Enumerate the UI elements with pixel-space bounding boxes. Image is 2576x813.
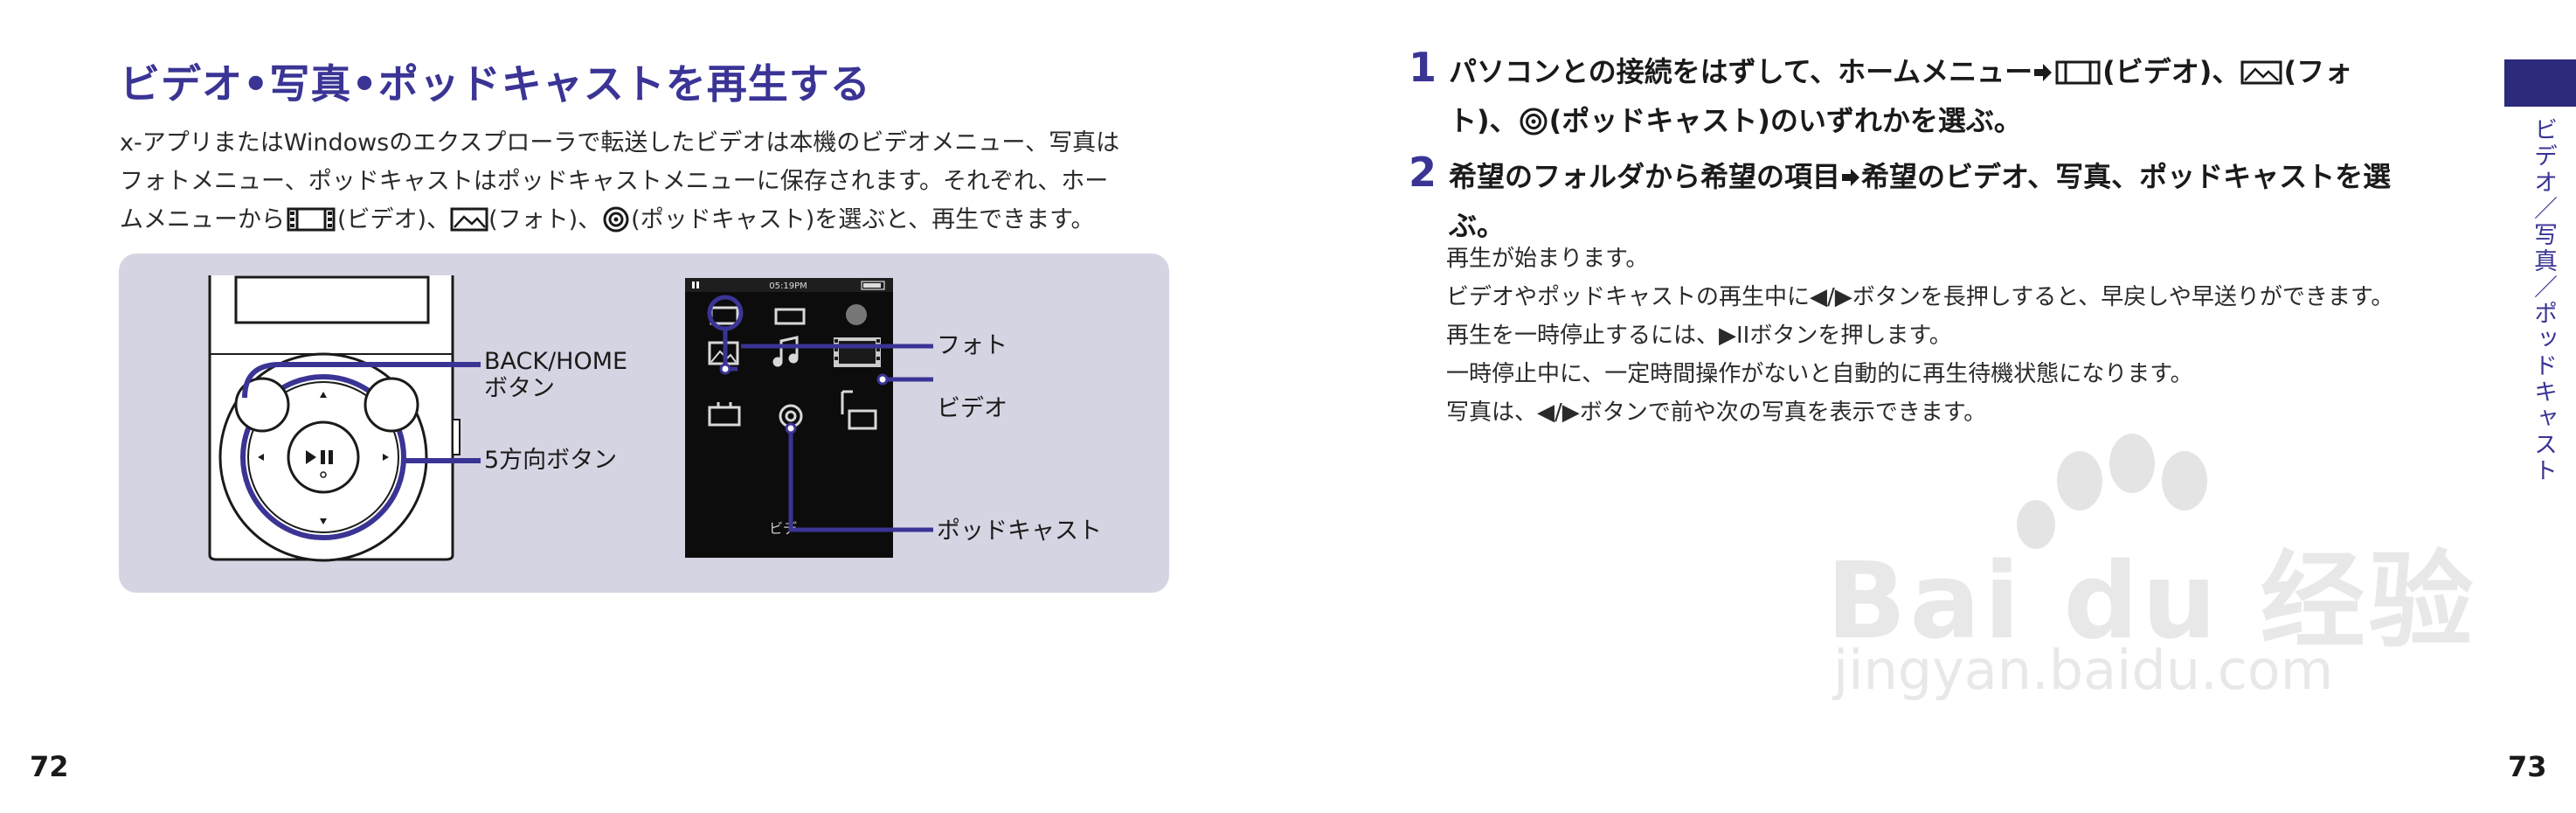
step-2-text: 希望のフォルダから希望の項目 希望のビデオ、写真、ポッドキャストを選 ぶ。: [1449, 160, 2392, 242]
back-home-label: BACK/HOME ボタン: [484, 348, 628, 402]
intro-line-2: フォトメニュー、ポッドキャストはポッドキャストメニューに保存されます。それぞれ、…: [120, 168, 1109, 195]
intro-paragraph: x-アプリまたはWindowsのエクスプローラで転送したビデオは本機のビデオメニ…: [120, 124, 1186, 240]
photo-icon-step: [2240, 60, 2282, 85]
baidu-watermark: Bai du 经验 jingyan.baidu.com: [1818, 420, 2473, 717]
step-2: 2 希望のフォルダから希望の項目 希望のビデオ、写真、ポッドキャストを選 ぶ。: [1409, 149, 2483, 247]
chapter-sidebar-label: ビデオ／写真／ポッドキャスト: [2530, 117, 2557, 484]
step-2-details: 再生が始まります。 ビデオやポッドキャストの再生中に◀/▶ボタンを長押しすると、…: [1446, 240, 2393, 432]
video-icon: [287, 207, 336, 232]
podcast-icon: [603, 206, 629, 233]
detail-line-5: 写真は、◀/▶ボタンで前や次の写真を表示できます。: [1446, 400, 1987, 426]
screen-illustration: 05:19PM ビデ: [685, 278, 933, 558]
watermark-logo-text: Bai du 经验: [1826, 541, 2477, 663]
page-title: ビデオ•写真•ポッドキャストを再生する: [120, 60, 871, 108]
step-2-number: 2: [1409, 149, 1437, 196]
page-number-right: 73: [2508, 750, 2547, 783]
step-1: 1 パソコンとの接続をはずして、ホームメニュー (ビデオ)、 (フォ ト)、 (…: [1409, 44, 2483, 142]
watermark-url: jingyan.baidu.com: [1833, 638, 2334, 702]
intro-line-1: x-アプリまたはWindowsのエクスプローラで転送したビデオは本機のビデオメニ…: [120, 129, 1120, 156]
detail-line-4: 一時停止中に、一定時間操作がないと自動的に再生待機状態になります。: [1446, 361, 2193, 387]
step-1-number: 1: [1409, 44, 1437, 91]
screen-time: 05:19PM: [769, 281, 807, 291]
photo-label: フォト: [937, 332, 1008, 359]
page-number-left: 72: [30, 750, 69, 783]
podcast-icon-step: [1520, 108, 1548, 136]
arrow-icon: [1842, 169, 1860, 186]
arrow-video-icon: [2034, 60, 2101, 85]
player-illustration: [208, 275, 481, 562]
video-label: ビデオ: [937, 395, 1008, 422]
intro-line-3: ムメニューから (ビデオ)、 (フォト)、 (ポッドキャスト)を選ぶと、再生でき…: [120, 206, 1095, 233]
photo-icon: [450, 207, 488, 232]
podcast-label: ポッドキャスト: [937, 518, 1102, 545]
five-way-label: 5方向ボタン: [484, 447, 618, 474]
step-1-text: パソコンとの接続をはずして、ホームメニュー (ビデオ)、 (フォ ト)、 (ポッ…: [1449, 55, 2353, 137]
chapter-tab: [2504, 59, 2576, 107]
detail-line-2: ビデオやポッドキャストの再生中に◀/▶ボタンを長押しすると、早戻しや早送りができ…: [1446, 284, 2394, 310]
paw-logo-icon: [2017, 434, 2207, 549]
detail-line-3: 再生を一時停止するには、▶IIボタンを押します。: [1446, 323, 1952, 349]
detail-line-1: 再生が始まります。: [1446, 246, 1649, 272]
